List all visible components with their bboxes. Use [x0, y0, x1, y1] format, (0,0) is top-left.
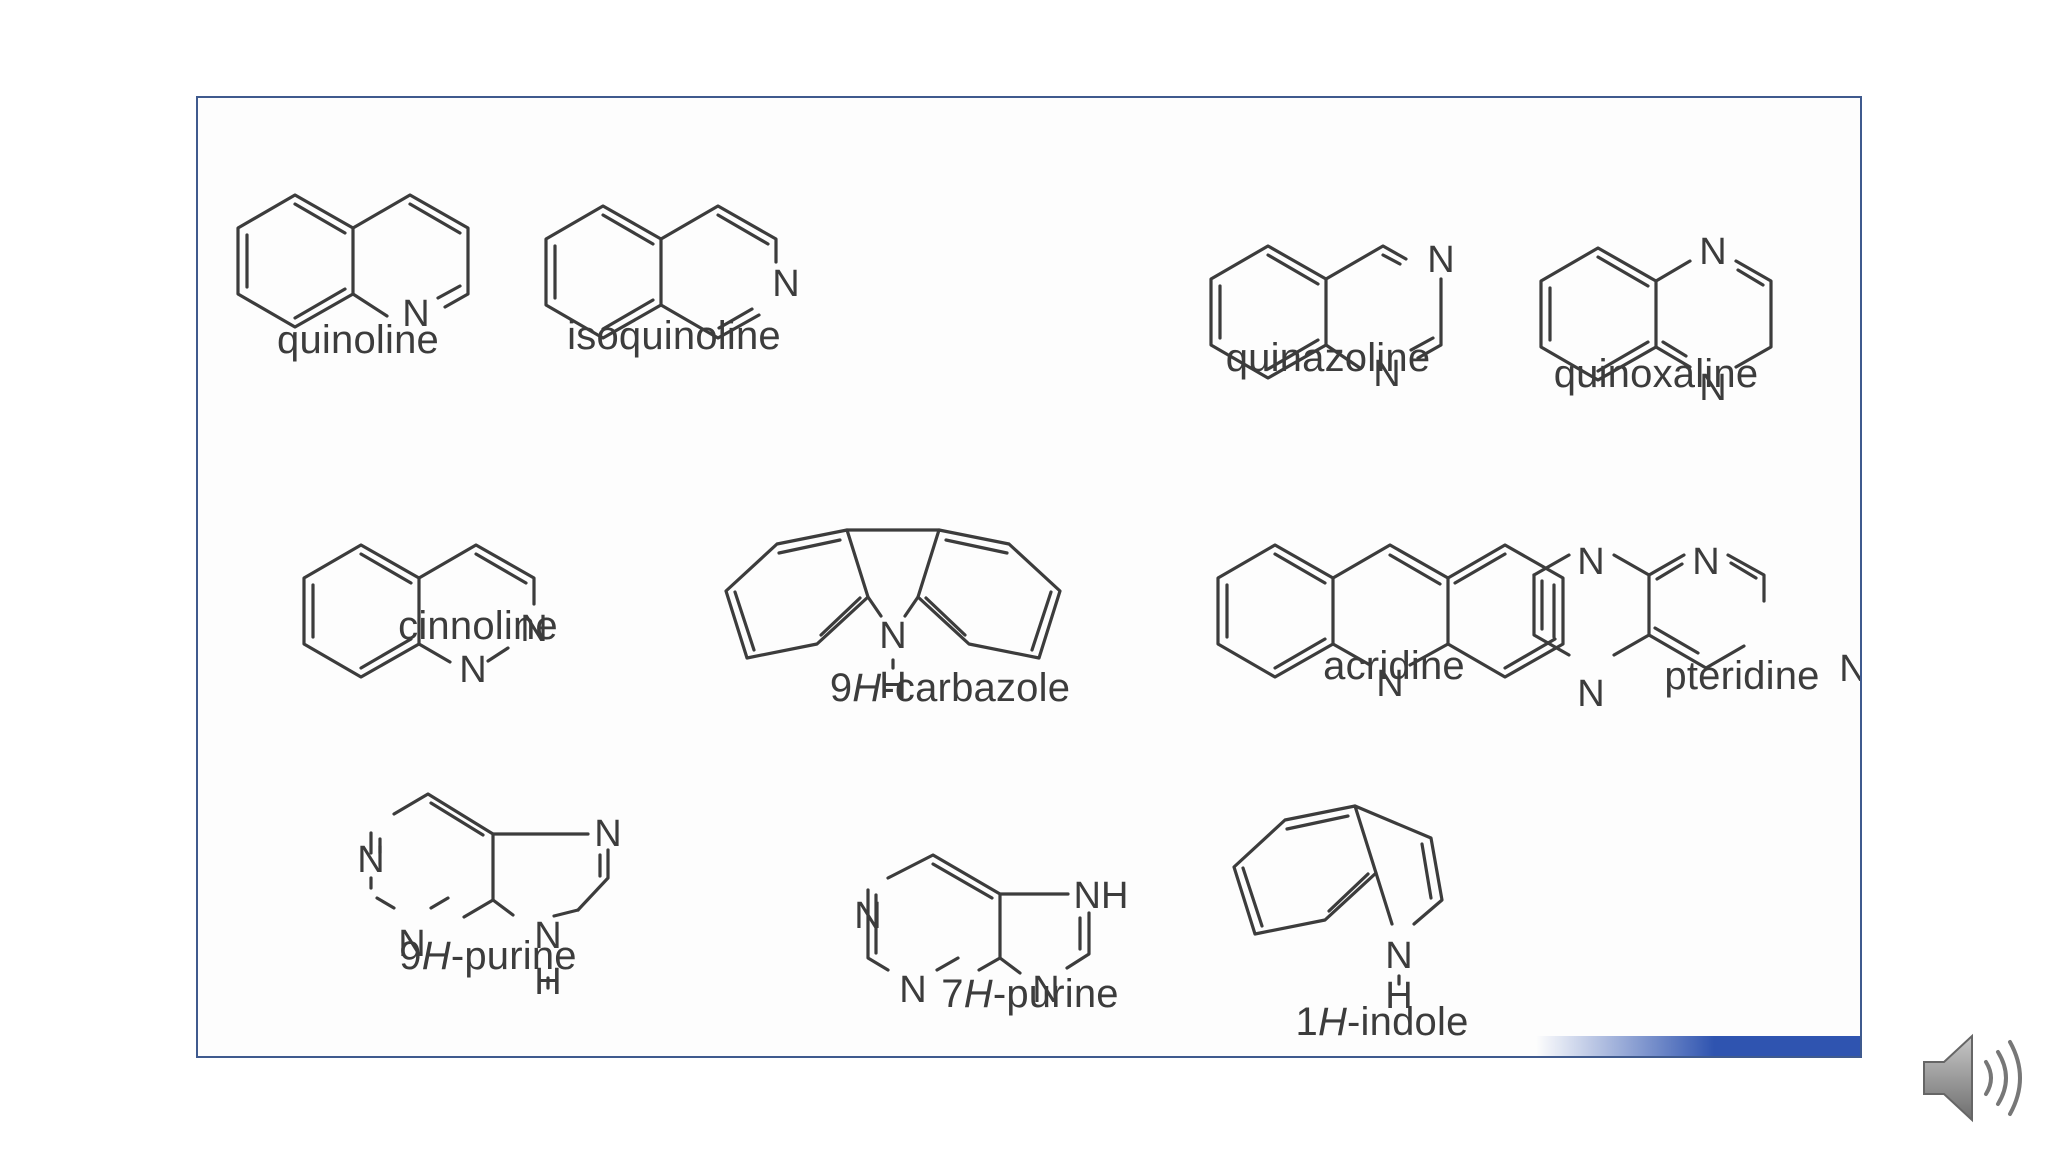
indole-nitrogen: N — [1385, 935, 1412, 977]
structures-diagram: N N N N N N N N N H N N N N N N N N N H … — [236, 193, 1860, 1017]
purine-7h-structure — [866, 853, 1091, 975]
cinnoline-nitrogen-1: N — [459, 649, 486, 691]
label-carbazole: 9H-carbazole — [830, 668, 1070, 708]
pteridine-nitrogen-8: N — [1577, 541, 1604, 583]
label-carbazole-prefix: 9 — [829, 666, 853, 710]
label-purine-9h-italic: H — [421, 934, 451, 978]
carbazole-hydrogen: H — [879, 665, 906, 707]
label-purine-9h-prefix: 9 — [399, 934, 422, 978]
acridine-structure — [1216, 543, 1565, 679]
label-purine-9h-suffix: -purine — [450, 934, 577, 978]
label-quinazoline: quinazoline — [1225, 336, 1431, 380]
label-purine-9h: 9H-purine — [399, 936, 576, 976]
label-purine-7h-italic: H — [963, 972, 993, 1016]
label-indole-suffix: -indole — [1347, 1000, 1469, 1044]
isoquinoline-structure — [544, 204, 778, 340]
quinoline-structure — [236, 193, 470, 329]
label-indole-prefix: 1 — [1295, 1000, 1318, 1044]
purine7-nitrogen-1: N — [854, 895, 881, 937]
carbazole-structure — [724, 528, 1062, 670]
quinoline-nitrogen: N — [402, 293, 429, 335]
label-isoquinoline: isoquinoline — [567, 314, 781, 358]
quinazoline-nitrogen-3: N — [1427, 239, 1454, 281]
pteridine-structure — [1532, 553, 1766, 670]
pteridine-nitrogen-5: N — [1577, 673, 1604, 715]
pteridine-nitrogen-3: N — [1839, 648, 1860, 690]
quinazoline-structure — [1209, 244, 1443, 380]
label-carbazole-suffix: -carbazole — [881, 666, 1071, 710]
purine9-nitrogen-9: N — [534, 915, 561, 957]
label-cinnoline: cinnoline — [398, 604, 558, 648]
quinoxaline-nitrogen-1: N — [1699, 231, 1726, 273]
quinoxaline-structure — [1539, 246, 1773, 382]
label-quinoline: quinoline — [277, 318, 439, 362]
label-indole: 1H-indole — [1295, 1002, 1468, 1042]
acridine-nitrogen: N — [1376, 663, 1403, 705]
cinnoline-nitrogen-2: N — [520, 608, 547, 650]
speaker-icon[interactable] — [1920, 1026, 2032, 1130]
purine7-nitrogen-9: N — [1032, 969, 1059, 1011]
label-carbazole-italic: H — [852, 666, 882, 710]
purine9-hydrogen: H — [534, 961, 561, 1003]
indole-hydrogen: H — [1385, 975, 1412, 1017]
purine7-nh: NH — [1074, 875, 1129, 917]
label-acridine: acridine — [1323, 644, 1465, 688]
purine7-nitrogen-3: N — [899, 969, 926, 1011]
purine9-nitrogen-7: N — [594, 813, 621, 855]
indole-structure — [1232, 804, 1444, 986]
isoquinoline-nitrogen: N — [772, 263, 799, 305]
label-quinoxaline: quinoxaline — [1553, 352, 1759, 396]
quinoxaline-nitrogen-4: N — [1699, 367, 1726, 409]
pteridine-nitrogen-1: N — [1692, 541, 1719, 583]
quinazoline-nitrogen-1: N — [1373, 353, 1400, 395]
label-purine-7h-suffix: -purine — [992, 972, 1119, 1016]
purine9-nitrogen-1: N — [357, 839, 384, 881]
slide-frame: N N N N N N N N N H N N N N N N N N N H … — [196, 96, 1862, 1058]
cinnoline-structure — [302, 543, 536, 679]
label-indole-italic: H — [1317, 1000, 1348, 1044]
purine-9h-structure — [369, 792, 610, 990]
label-pteridine: pteridine — [1664, 654, 1820, 698]
purine9-nitrogen-3: N — [398, 923, 425, 965]
carbazole-nitrogen: N — [879, 615, 906, 657]
label-purine-7h-prefix: 7 — [941, 972, 964, 1016]
label-purine-7h: 7H-purine — [941, 974, 1118, 1014]
accent-bar — [1536, 1036, 1860, 1056]
